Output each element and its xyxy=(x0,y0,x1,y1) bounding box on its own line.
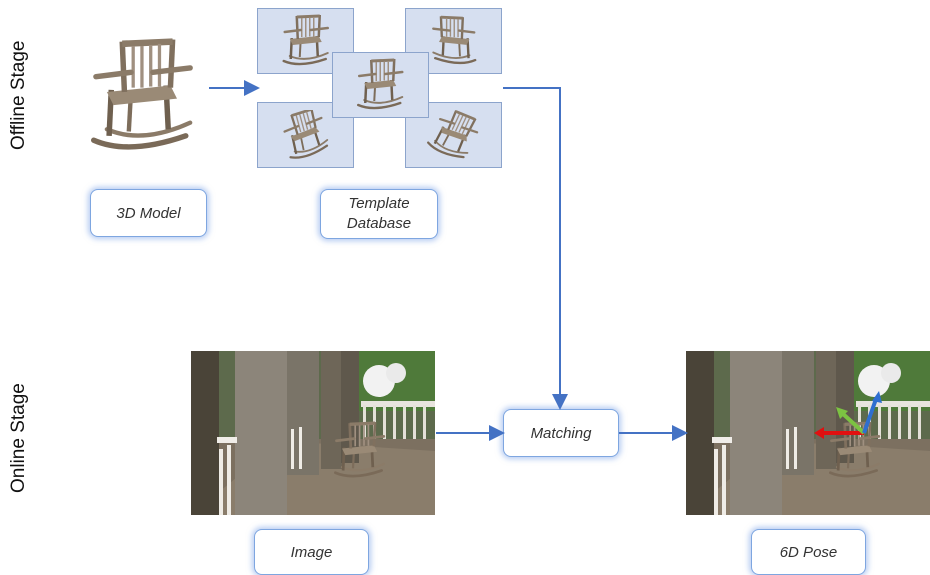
matching-label: Matching xyxy=(503,409,619,457)
chair-3d-model xyxy=(85,25,200,170)
pose-axis-z xyxy=(862,398,878,434)
input-image xyxy=(191,351,435,515)
template-database-label: Template Database xyxy=(320,189,438,239)
template-tile-1 xyxy=(257,8,354,74)
offline-stage-label: Offline Stage xyxy=(8,40,29,150)
pose-image xyxy=(686,351,930,515)
image-label: Image xyxy=(254,529,369,575)
template-tile-center xyxy=(332,52,429,118)
online-stage-label: Online Stage xyxy=(8,383,29,493)
arrow-templates-to-matching xyxy=(503,87,568,410)
pose-axis-y xyxy=(840,411,866,435)
model-label: 3D Model xyxy=(90,189,207,237)
pose-label: 6D Pose xyxy=(751,529,866,575)
